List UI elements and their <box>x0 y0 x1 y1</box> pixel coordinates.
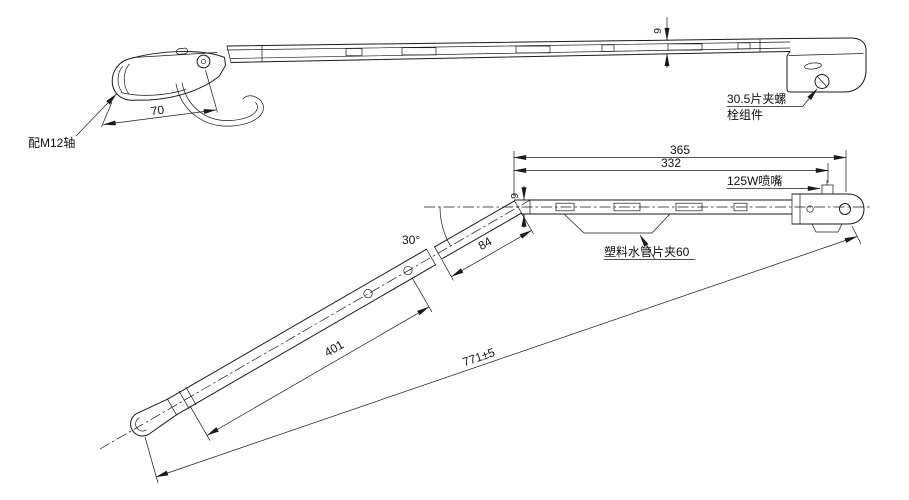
arm-channel-top <box>226 38 791 63</box>
rivet <box>176 47 188 55</box>
arm-head <box>111 47 226 101</box>
blade-clamp-bracket <box>786 37 867 93</box>
dim-9-top-label: 9 <box>652 28 664 34</box>
hook-inner-arc <box>135 417 147 432</box>
dim-332: 332 <box>513 156 829 183</box>
clamp-label-line2: 栓组件 <box>727 107 763 122</box>
hook-end-cap <box>130 398 177 437</box>
clamp-claw <box>811 223 843 233</box>
label-shaft: 配M12轴 <box>28 93 117 150</box>
label-clamp-assembly: 30.5片夹螺 栓组件 <box>726 88 818 122</box>
shaft-label: 配M12轴 <box>28 135 75 150</box>
dim-9-side-label: 9 <box>509 193 521 199</box>
label-nozzle: 125W喷嘴 <box>726 174 821 191</box>
dim-365: 365 <box>513 143 847 196</box>
dim-401: 401 <box>189 277 433 441</box>
clamp-label-line1: 30.5片夹螺 <box>727 92 786 106</box>
slot-hole <box>804 62 822 70</box>
top-view: 70 9 配M12轴 30.5片夹螺 栓组件 <box>28 17 867 150</box>
nozzle <box>821 184 834 195</box>
pivot-hole <box>196 54 211 69</box>
arm-head-outline <box>111 51 226 101</box>
dim-70-label: 70 <box>150 103 165 119</box>
dim-771: 771±5 <box>144 225 862 484</box>
dim-771-label: 771±5 <box>461 345 497 369</box>
dim-332-label: 332 <box>661 156 681 170</box>
angle-label: 30° <box>402 233 420 247</box>
dim-angle-30: 30° <box>402 206 451 247</box>
arm-horizontal-section <box>514 199 793 234</box>
water-tube <box>563 213 671 234</box>
spring-wire <box>175 82 264 127</box>
arm-hole-lower <box>363 289 373 299</box>
dim-70: 70 <box>101 69 218 128</box>
dim-84-label: 84 <box>476 234 495 253</box>
dim-401-label: 401 <box>322 337 347 359</box>
label-tube-clip: 塑料水管片夹60 <box>603 234 696 260</box>
dim-365-label: 365 <box>670 143 690 157</box>
clamp-bolt <box>814 74 830 89</box>
centerline-angled <box>99 199 532 450</box>
dim-9-top: 9 <box>652 17 670 68</box>
nozzle-label: 125W喷嘴 <box>727 174 782 188</box>
clamp-pivot <box>839 203 851 215</box>
dim-84: 84 <box>441 213 534 281</box>
side-view: 365 332 125W喷嘴 9 塑料水管片夹60 30° <box>99 143 870 484</box>
crimp-line-2 <box>185 386 197 406</box>
crimp-line-1 <box>178 390 190 410</box>
clamp-end-side <box>791 179 865 233</box>
